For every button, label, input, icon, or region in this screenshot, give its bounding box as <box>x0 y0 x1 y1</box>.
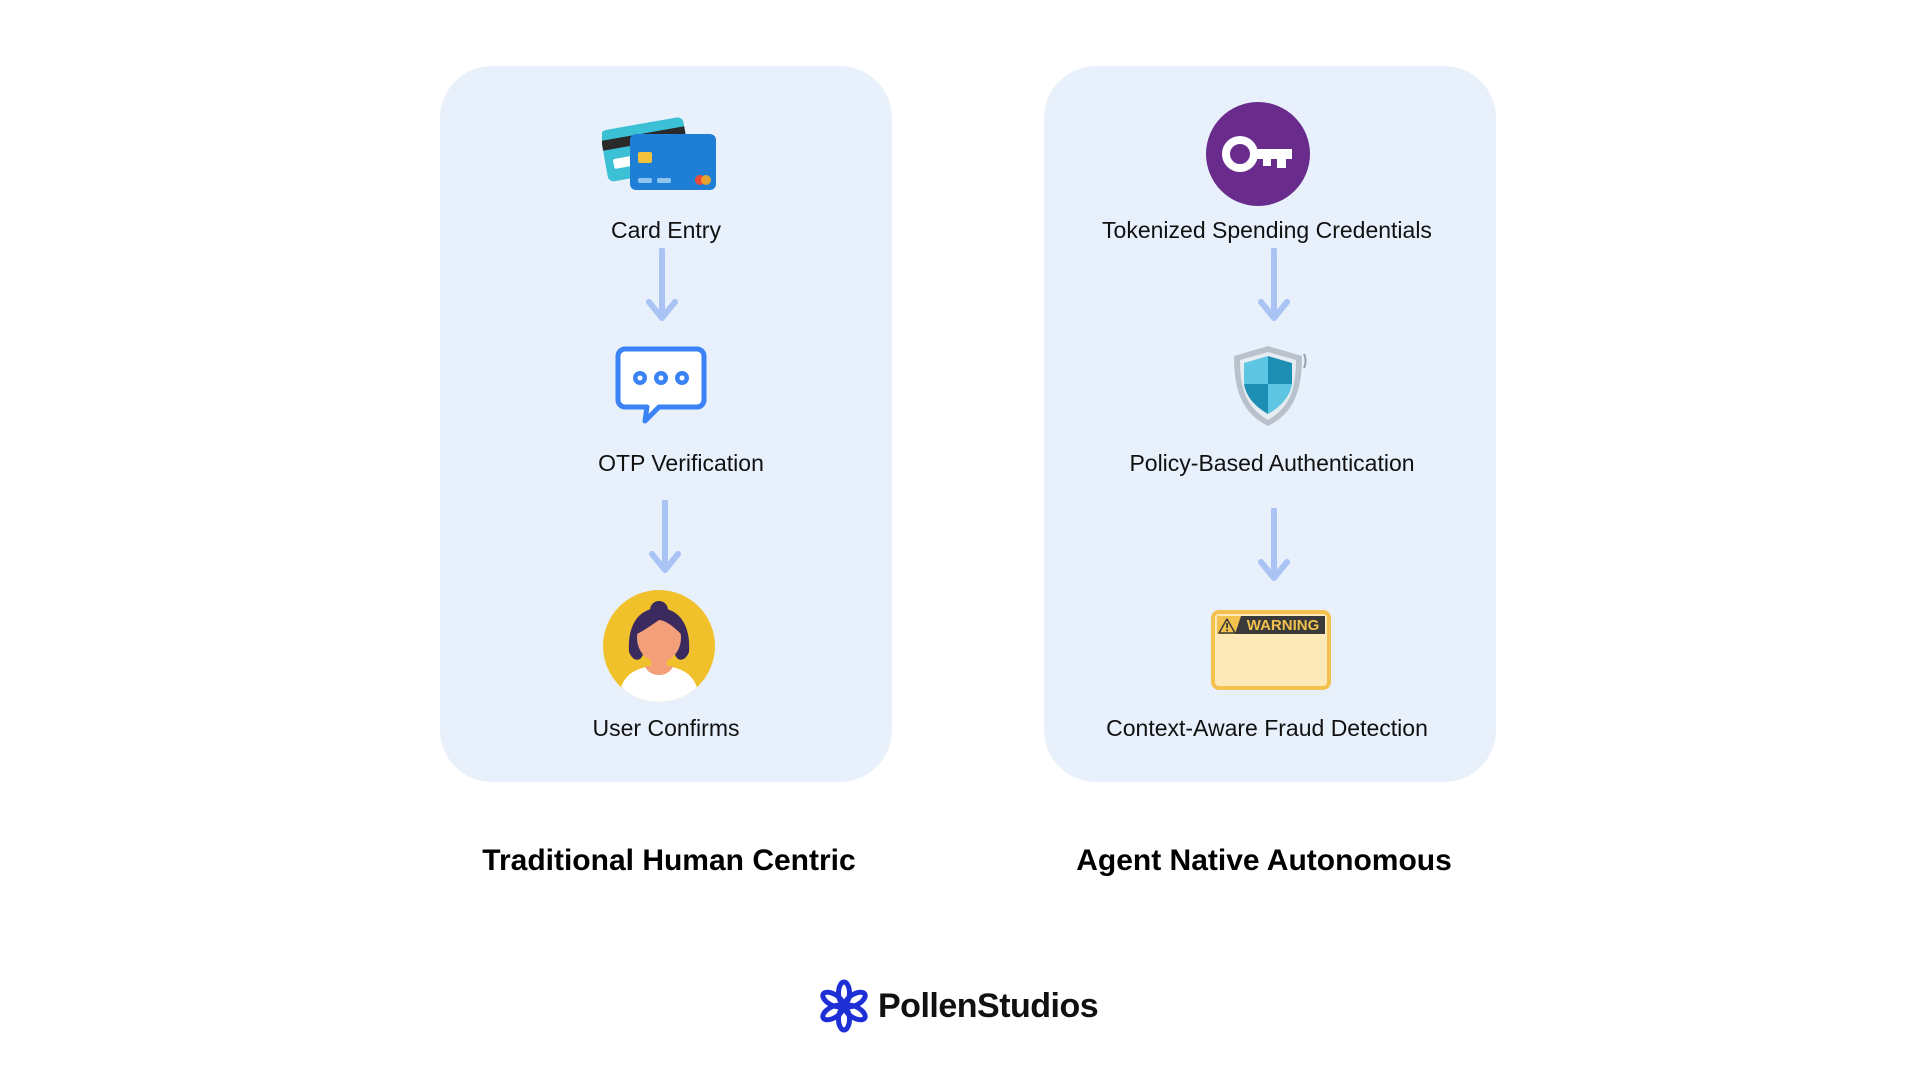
down-arrow-icon <box>646 248 678 321</box>
chat-bubble-icon <box>615 346 707 424</box>
credit-card-icon <box>602 117 716 190</box>
user-avatar-icon <box>603 590 715 702</box>
shield-icon <box>1234 346 1307 426</box>
down-arrow-icon <box>1258 508 1290 581</box>
step-label-tokenized-credentials: Tokenized Spending Credentials <box>1102 217 1432 243</box>
step-label-user-confirms: User Confirms <box>592 715 740 741</box>
agent-flow-panel: Tokenized Spending Credentials Policy-Ba… <box>1044 66 1496 782</box>
column-title-agent: Agent Native Autonomous <box>1076 844 1452 877</box>
column-title-traditional: Traditional Human Centric <box>482 844 856 877</box>
step-label-card-entry: Card Entry <box>611 217 721 243</box>
warning-sign-icon: WARNING <box>1211 610 1331 690</box>
step-label-otp-verification: OTP Verification <box>598 450 764 476</box>
key-icon <box>1206 102 1310 206</box>
down-arrow-icon <box>649 500 681 573</box>
step-label-fraud-detection: Context-Aware Fraud Detection <box>1106 715 1428 741</box>
down-arrow-icon <box>1258 248 1290 321</box>
pollenstudios-logo: PollenStudios <box>818 978 1099 1034</box>
flower-logo-icon <box>820 979 868 1033</box>
warning-text: WARNING <box>1247 617 1320 634</box>
logo-text: PollenStudios <box>878 986 1099 1025</box>
step-label-policy-authentication: Policy-Based Authentication <box>1129 450 1415 476</box>
traditional-flow-panel: Card Entry OTP Verification User Confirm… <box>440 66 892 782</box>
